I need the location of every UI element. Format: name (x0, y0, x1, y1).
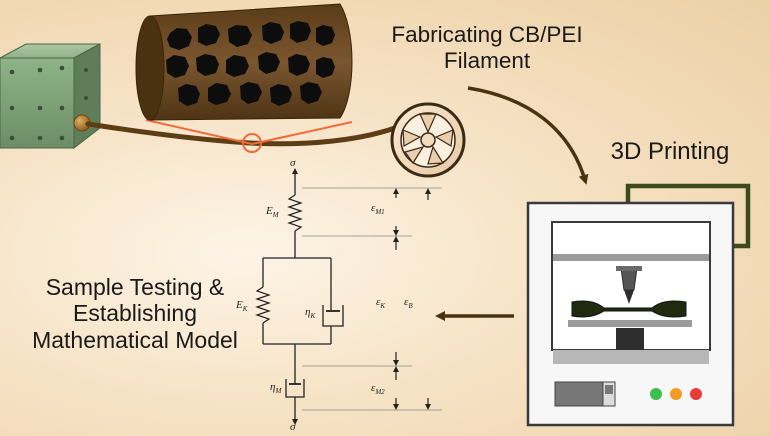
extruder-block-icon (0, 43, 101, 150)
label-testing: Sample Testing & Establishing Mathematic… (0, 274, 270, 353)
label-testing-line2: Establishing (72, 300, 198, 327)
filament-spool-icon (390, 102, 466, 178)
symbol-E-M: EM (266, 205, 279, 220)
dashpot-icon (285, 378, 305, 398)
symbol-eps-M2: εM2 (371, 382, 385, 397)
zoom-lines (145, 119, 353, 146)
label-fabricating-line2: Filament (443, 47, 531, 73)
symbol-sigma-top: σ (290, 157, 296, 169)
carbon-black-particles (166, 21, 335, 106)
burgers-model (255, 168, 442, 425)
symbol-sigma-bottom: σ (290, 421, 296, 433)
symbol-eps-B: εB (404, 296, 413, 311)
dashpot-icon (322, 302, 344, 327)
label-3d-printing: 3D Printing (610, 138, 730, 165)
filament-core-icon (135, 3, 353, 121)
symbol-eta-K: ηK (305, 306, 316, 321)
symbol-eps-M1: εM1 (371, 202, 385, 217)
spring-icon (287, 194, 303, 232)
spring-icon (255, 286, 271, 324)
label-testing-line3: Mathematical Model (32, 326, 238, 353)
zoom-circle (242, 133, 262, 153)
indicator-red (690, 388, 702, 400)
label-fabricating-line1: Fabricating CB/PEI (391, 22, 583, 47)
symbol-eps-K: εK (376, 296, 386, 311)
printer-icon (526, 183, 751, 427)
arrow-to-printing (467, 86, 589, 185)
indicator-orange (670, 388, 682, 400)
symbol-E-K: EK (236, 299, 248, 314)
symbol-eta-M: ηM (270, 381, 282, 396)
label-testing-line1: Sample Testing & (45, 274, 225, 300)
indicator-green (650, 388, 662, 400)
label-fabricating: Fabricating CB/PEI Filament (352, 22, 622, 74)
